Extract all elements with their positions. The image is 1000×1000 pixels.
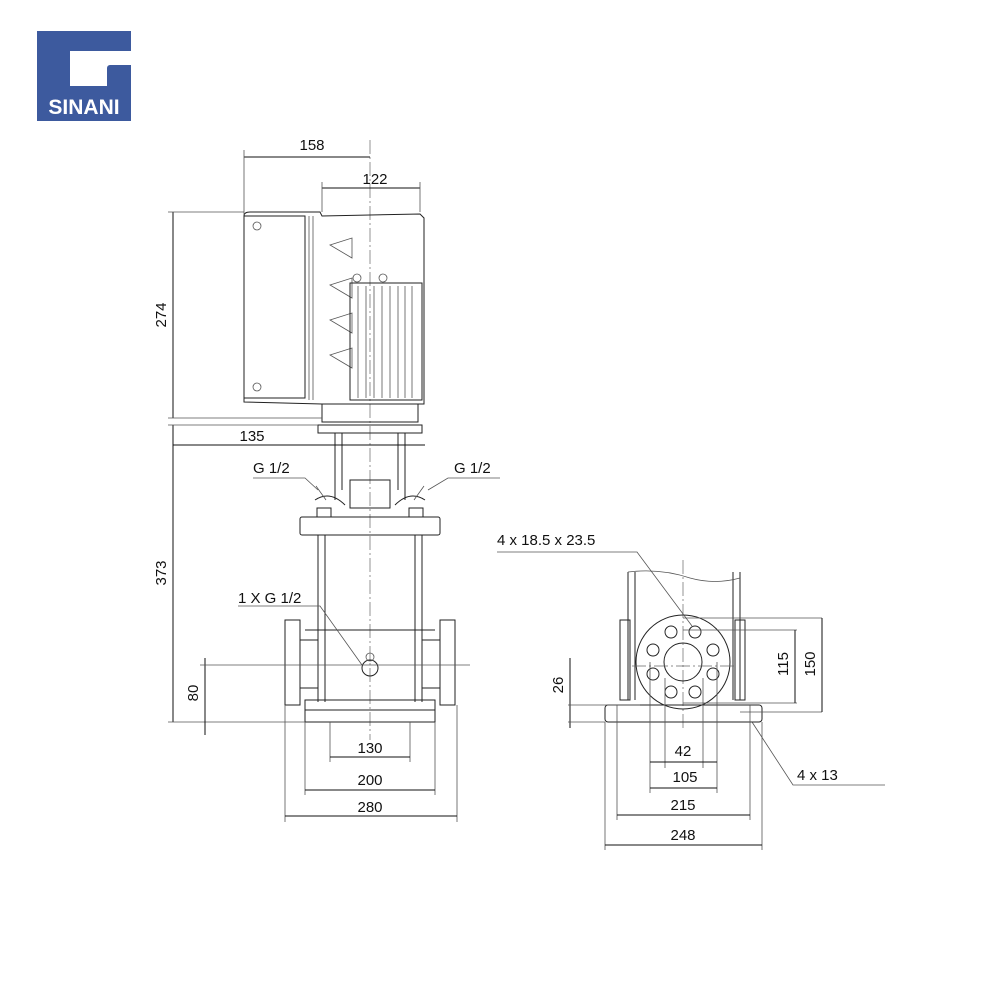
dim-158: 158 <box>299 137 324 154</box>
logo-text: SINANI <box>48 96 119 119</box>
label-vent-right: G 1/2 <box>454 460 491 477</box>
dim-215: 215 <box>670 797 695 814</box>
dim-122: 122 <box>362 171 387 188</box>
front-view: 4 x 18.5 x 23.5 4 x 13 115 150 26 42 105… <box>497 532 885 850</box>
dim-248: 248 <box>670 827 695 844</box>
dim-135: 135 <box>239 428 264 445</box>
dim-42: 42 <box>675 743 692 760</box>
dim-115: 115 <box>775 652 792 676</box>
dim-274: 274 <box>153 302 170 327</box>
dim-200: 200 <box>357 772 382 789</box>
label-drain: 1 X G 1/2 <box>238 590 301 607</box>
dim-130: 130 <box>357 740 382 757</box>
label-flange-holes: 4 x 18.5 x 23.5 <box>497 532 595 549</box>
label-base-holes: 4 x 13 <box>797 767 838 784</box>
dim-280: 280 <box>357 799 382 816</box>
dim-373: 373 <box>153 560 170 585</box>
dim-26: 26 <box>550 677 567 694</box>
sinani-logo: SINANI <box>37 31 131 121</box>
dim-150: 150 <box>802 651 819 676</box>
dim-105: 105 <box>672 769 697 786</box>
dim-80: 80 <box>185 685 202 702</box>
side-view: 158 122 274 373 135 80 130 200 280 G 1/2… <box>153 137 500 822</box>
label-vent-left: G 1/2 <box>253 460 290 477</box>
